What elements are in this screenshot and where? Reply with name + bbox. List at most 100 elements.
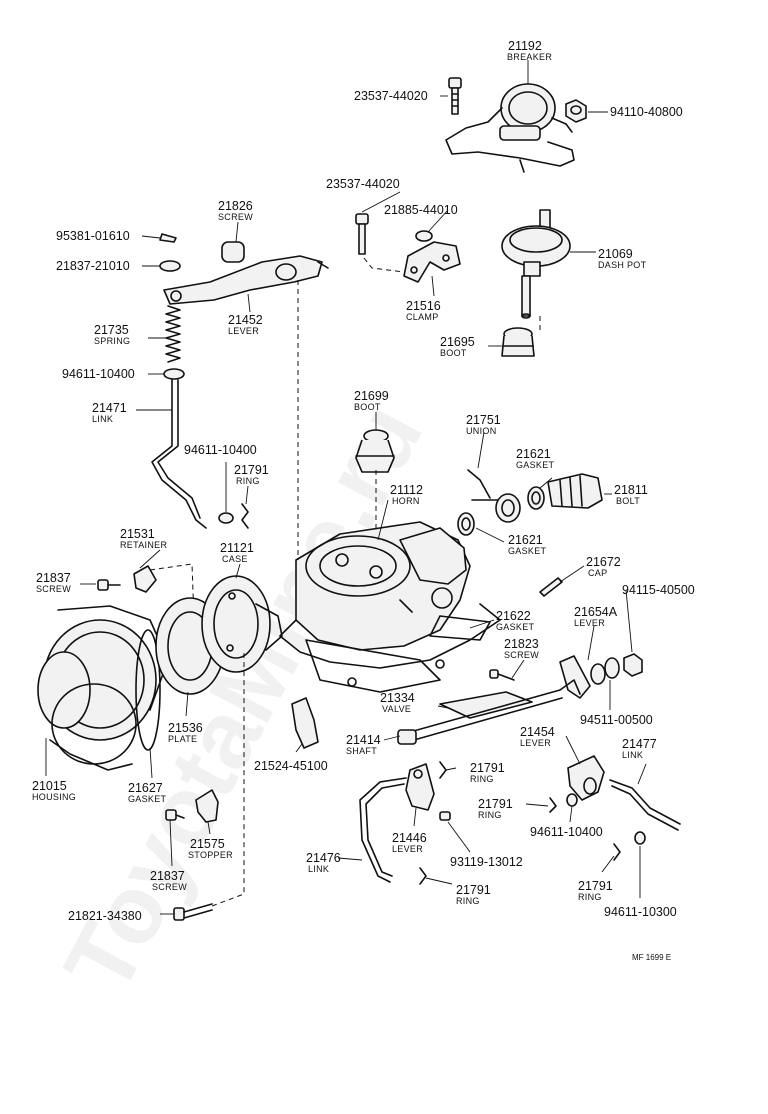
label-21791-mid-num: 21791 <box>478 797 513 811</box>
label-21735-num: 21735 <box>94 323 129 337</box>
lever-21654a-illustration <box>559 655 591 699</box>
label-21811-num: 21811 <box>614 483 648 497</box>
label-21621-lower-num: 21621 <box>508 533 543 547</box>
label-21791-center-num: 21791 <box>470 761 505 775</box>
label-21452-name: LEVER <box>228 326 259 336</box>
label-21791-lower-right-name: RING <box>578 892 602 902</box>
label-21791-center-name: RING <box>470 774 494 784</box>
figure-code: MF 1699 E <box>632 953 671 962</box>
gasket-21627-illustration <box>135 629 161 751</box>
label-21622-num: 21622 <box>496 609 531 623</box>
label-21627-name: GASKET <box>128 794 167 804</box>
screw-23537-top-illustration <box>448 77 462 115</box>
breaker-illustration <box>445 83 575 173</box>
label-21654a-num: 21654A <box>574 605 618 619</box>
union-21751-illustration <box>467 469 521 523</box>
label-21695-num: 21695 <box>440 335 475 349</box>
label-21791-left-num: 21791 <box>234 463 269 477</box>
label-21791-bottom-num: 21791 <box>456 883 491 897</box>
screw-21837-lower-illustration <box>165 809 185 821</box>
label-94511-num: 94511-00500 <box>580 713 653 727</box>
label-21476-num: 21476 <box>306 851 341 865</box>
lever-21452-illustration <box>163 241 329 305</box>
label-21575-name: STOPPER <box>188 850 233 860</box>
retainer-21531-illustration <box>133 565 157 593</box>
leader-lines <box>45 60 647 915</box>
label-93119-num: 93119-13012 <box>450 855 523 869</box>
label-21015-num: 21015 <box>32 779 67 793</box>
gasket-21621-upper-illustration <box>527 486 545 510</box>
label-21524-num: 21524-45100 <box>254 759 328 773</box>
label-21672-num: 21672 <box>586 555 621 569</box>
label-21531-num: 21531 <box>120 527 155 541</box>
label-94611-10300-num: 94611-10300 <box>604 905 677 919</box>
label-21751-name: UNION <box>466 426 497 436</box>
label-21735-name: SPRING <box>94 336 130 346</box>
label-21575-num: 21575 <box>190 837 225 851</box>
label-21654a-name: LEVER <box>574 618 605 628</box>
label-21015-name: HOUSING <box>32 792 76 802</box>
label-21751-num: 21751 <box>466 413 501 427</box>
label-21452-num: 21452 <box>228 313 263 327</box>
label-21621-lower-name: GASKET <box>508 546 547 556</box>
label-21837-21010-num: 21837-21010 <box>56 259 130 273</box>
label-21454-name: LEVER <box>520 738 551 748</box>
label-21823-name: SCREW <box>504 650 539 660</box>
link-21476-illustration <box>359 777 407 883</box>
label-21516-name: CLAMP <box>406 312 439 322</box>
label-21622-name: GASKET <box>496 622 535 632</box>
label-23537-mid-num: 23537-44020 <box>326 177 400 191</box>
carburetor-body-illustration <box>279 521 501 693</box>
washer-94511-illustration <box>590 657 620 685</box>
ring-21791-left-illustration <box>241 503 249 529</box>
label-21454-num: 21454 <box>520 725 555 739</box>
ring-21791-center-illustration <box>439 761 447 779</box>
label-21791-lower-right-num: 21791 <box>578 879 613 893</box>
stopper-21575-illustration <box>195 789 219 823</box>
washer-94611-right-illustration <box>566 793 578 807</box>
label-94110-num: 94110-40800 <box>610 105 683 119</box>
label-21192-num: 21192 <box>508 39 542 53</box>
label-21112-num: 21112 <box>390 483 423 497</box>
gasket-21622-illustration <box>429 615 491 641</box>
label-95381-num: 95381-01610 <box>56 229 130 243</box>
ring-21791-mid-illustration <box>549 797 557 813</box>
shaft-21414-illustration <box>397 679 581 745</box>
label-21627-num: 21627 <box>128 781 163 795</box>
label-21695-name: BOOT <box>440 348 467 358</box>
dash-pot-illustration <box>501 209 571 319</box>
label-21699-num: 21699 <box>354 389 389 403</box>
label-21446-name: LEVER <box>392 844 423 854</box>
label-94611-mid-num: 94611-10400 <box>184 443 257 457</box>
label-21121-name: CASE <box>222 554 248 564</box>
label-21476-name: LINK <box>308 864 329 874</box>
screw-93119-illustration <box>439 811 451 821</box>
label-21069-name: DASH POT <box>598 260 647 270</box>
label-21121-num: 21121 <box>220 541 254 555</box>
label-21531-name: RETAINER <box>120 540 167 550</box>
label-21791-mid-name: RING <box>478 810 502 820</box>
label-21477-num: 21477 <box>622 737 657 751</box>
pin-95381-illustration <box>159 233 177 243</box>
case-21121-illustration <box>201 575 283 673</box>
ring-21791-bottom-illustration <box>419 867 427 885</box>
label-21471-name: LINK <box>92 414 113 424</box>
screw-21821-illustration <box>173 903 213 921</box>
label-21837-lower-num: 21837 <box>150 869 185 883</box>
valve-21334-illustration <box>439 691 533 719</box>
label-21823-num: 21823 <box>504 637 539 651</box>
label-21837-upper-num: 21837 <box>36 571 71 585</box>
boot-21699-illustration <box>355 429 395 473</box>
label-94611-upper-num: 94611-10400 <box>62 367 135 381</box>
label-21414-name: SHAFT <box>346 746 377 756</box>
label-21699-name: BOOT <box>354 402 381 412</box>
label-94611-right-num: 94611-10400 <box>530 825 603 839</box>
bracket-21524-illustration <box>291 697 319 749</box>
washer-21837-21010-illustration <box>159 260 181 272</box>
boot-21695-illustration <box>501 327 535 357</box>
link-21471-illustration <box>151 379 207 529</box>
label-21821-num: 21821-34380 <box>68 909 142 923</box>
label-21885-num: 21885-44010 <box>384 203 458 217</box>
label-21192-name: BREAKER <box>507 52 552 62</box>
